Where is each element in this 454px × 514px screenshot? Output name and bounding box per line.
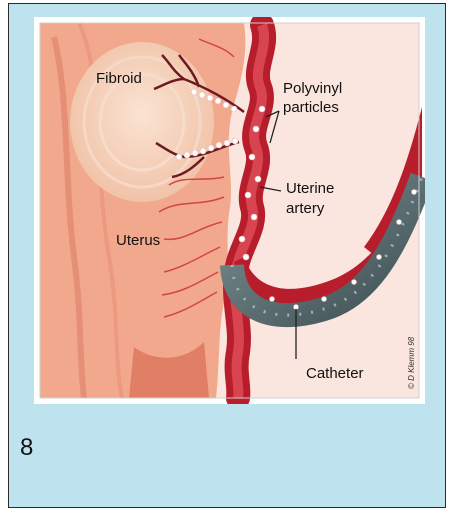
label-fibroid: Fibroid	[96, 70, 142, 87]
label-polyvinyl-line2: particles	[283, 99, 339, 116]
label-uterus: Uterus	[116, 232, 160, 249]
illustration-frame: Fibroid Polyvinyl particles Uterine arte…	[34, 17, 425, 404]
uterine-artery-embolization-illustration: Fibroid Polyvinyl particles Uterine arte…	[34, 17, 425, 404]
page-number: 8	[20, 434, 33, 462]
label-uterine-line1: Uterine	[286, 180, 334, 197]
fibroid-mass	[70, 42, 214, 202]
label-uterine-line2: artery	[286, 200, 325, 217]
label-polyvinyl-line1: Polyvinyl	[283, 80, 342, 97]
artist-credit: © D Klemm 98	[407, 336, 416, 389]
label-catheter: Catheter	[306, 365, 364, 382]
slide-card: Fibroid Polyvinyl particles Uterine arte…	[8, 3, 446, 508]
